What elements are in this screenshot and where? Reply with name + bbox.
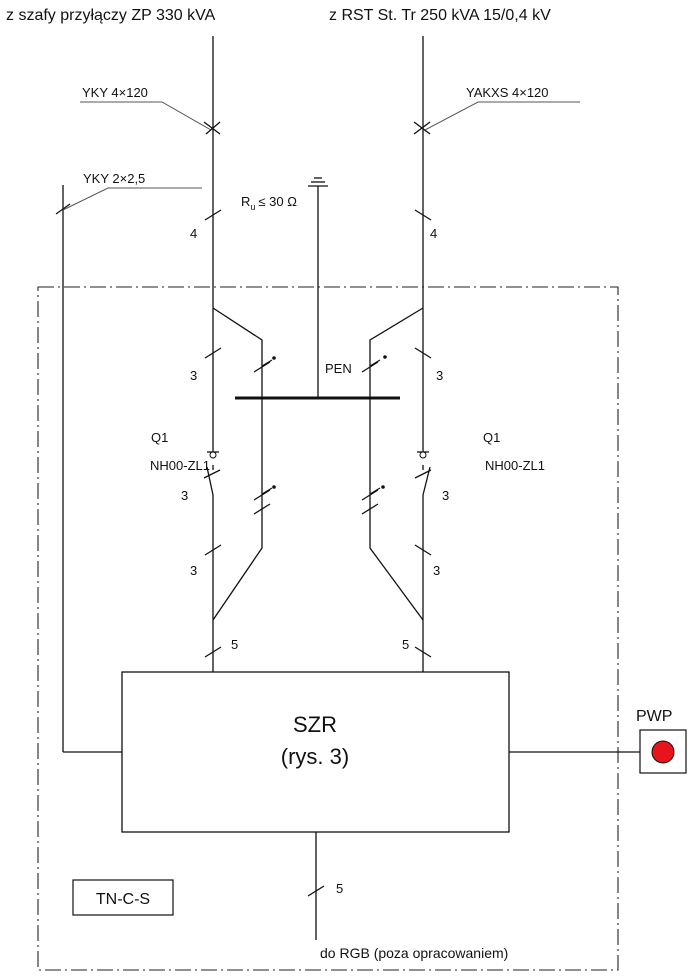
cable-label-control: YKY 2×2,5: [55, 171, 202, 215]
count-right-in: 4: [430, 226, 437, 241]
left-breaker-id: Q1: [151, 430, 168, 445]
szr-block: [121, 671, 510, 833]
count-right-upper: 3: [436, 368, 443, 383]
count-output: 5: [336, 881, 343, 896]
source-right-label: z RST St. Tr 250 kVA 15/0,4 kV: [329, 7, 551, 24]
cable-label-left-main: YKY 4×120: [80, 85, 221, 135]
source-left-label: z szafy przyłączy ZP 330 kVA: [6, 7, 216, 24]
left-breaker-q1: [203, 451, 221, 620]
count-right-szr: 5: [402, 637, 409, 652]
system-label: TN-C-S: [96, 891, 150, 908]
szr-title: SZR: [293, 712, 337, 737]
left-breaker-type: NH00-ZL1: [150, 458, 210, 473]
left-pen-contact: [253, 356, 276, 373]
count-right-lower: 3: [433, 563, 440, 578]
earth-electrode: [308, 177, 328, 398]
cable-label-right-main: YAKXS 4×120: [413, 85, 580, 135]
pwp-emergency-button-icon: [651, 740, 675, 764]
switchboard-enclosure: [37, 286, 619, 971]
count-left-in: 4: [190, 226, 197, 241]
right-branch-contact: [361, 485, 385, 515]
pen-label: PEN: [325, 361, 352, 376]
count-left-breaker: 3: [181, 488, 188, 503]
left-pen-branch: [212, 307, 263, 621]
right-breaker-id: Q1: [483, 430, 500, 445]
system-label-box: [72, 879, 174, 916]
pwp-label: PWP: [636, 708, 672, 725]
left-branch-contact: [253, 485, 276, 515]
right-pen-contact: [361, 355, 387, 373]
count-left-szr: 5: [231, 637, 238, 652]
count-right-breaker: 3: [442, 488, 449, 503]
szr-subtitle: (rys. 3): [281, 744, 349, 769]
svg-text:YKY 2×2,5: YKY 2×2,5: [83, 171, 145, 186]
count-left-lower: 3: [190, 563, 197, 578]
right-breaker-q1: [414, 451, 432, 620]
earthing-resistance-label: Ru≤ 30 Ω: [241, 194, 297, 212]
right-breaker-type: NH00-ZL1: [485, 458, 545, 473]
right-pen-branch: [369, 307, 424, 621]
svg-text:YAKXS 4×120: YAKXS 4×120: [466, 85, 549, 100]
svg-text:YKY 4×120: YKY 4×120: [82, 85, 148, 100]
count-left-upper: 3: [190, 368, 197, 383]
output-label: do RGB (poza opracowaniem): [320, 945, 508, 961]
